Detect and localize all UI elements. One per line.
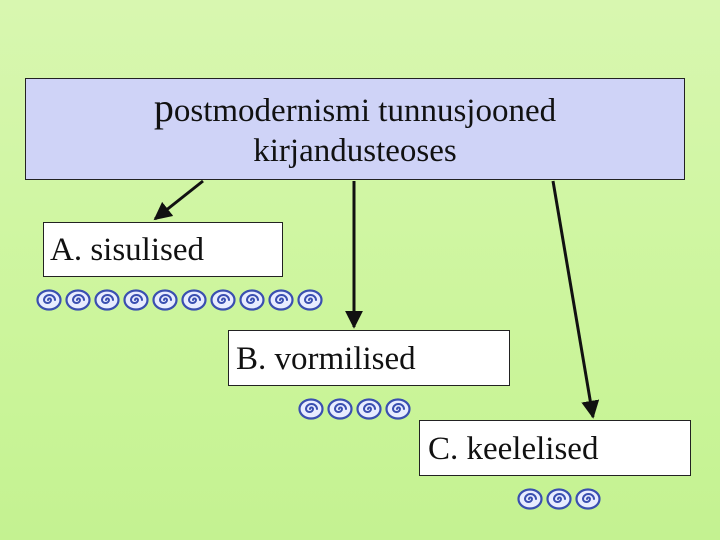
swirl-icon bbox=[385, 398, 411, 420]
branch-label-a: A. sisulised bbox=[50, 232, 205, 268]
branch-box-b: B. vormilised bbox=[228, 330, 510, 386]
swirl-icon bbox=[268, 289, 294, 311]
branch-label-b: B. vormilised bbox=[236, 341, 416, 377]
swirl-icon bbox=[298, 398, 324, 420]
swirl-icon bbox=[36, 289, 62, 311]
arrow-to-a bbox=[153, 179, 204, 221]
title-line-1: postmodernismi tunnusjooned bbox=[153, 84, 557, 131]
branch-label-c: C. keelelised bbox=[428, 431, 599, 467]
swirl-icon bbox=[210, 289, 236, 311]
title-line-1-text: ostmodernismi tunnusjooned bbox=[173, 92, 557, 129]
swirl-icon bbox=[239, 289, 265, 311]
swirl-icon bbox=[65, 289, 91, 311]
title-box: postmodernismi tunnusjooned kirjandusteo… bbox=[25, 78, 685, 180]
branch-box-a: A. sisulised bbox=[43, 222, 283, 277]
swirl-row-b bbox=[298, 398, 411, 420]
swirl-row-a bbox=[36, 289, 323, 311]
swirl-icon bbox=[517, 488, 543, 510]
swirl-icon bbox=[297, 289, 323, 311]
swirl-icon bbox=[327, 398, 353, 420]
branch-box-c: C. keelelised bbox=[419, 420, 691, 476]
title-cap-letter: p bbox=[153, 84, 174, 130]
swirl-icon bbox=[152, 289, 178, 311]
swirl-icon bbox=[546, 488, 572, 510]
swirl-icon bbox=[181, 289, 207, 311]
arrow-to-c bbox=[551, 180, 600, 419]
swirl-row-c bbox=[517, 488, 601, 510]
swirl-icon bbox=[356, 398, 382, 420]
swirl-icon bbox=[123, 289, 149, 311]
swirl-icon bbox=[575, 488, 601, 510]
title-line-2: kirjandusteoses bbox=[253, 132, 457, 169]
swirl-icon bbox=[94, 289, 120, 311]
